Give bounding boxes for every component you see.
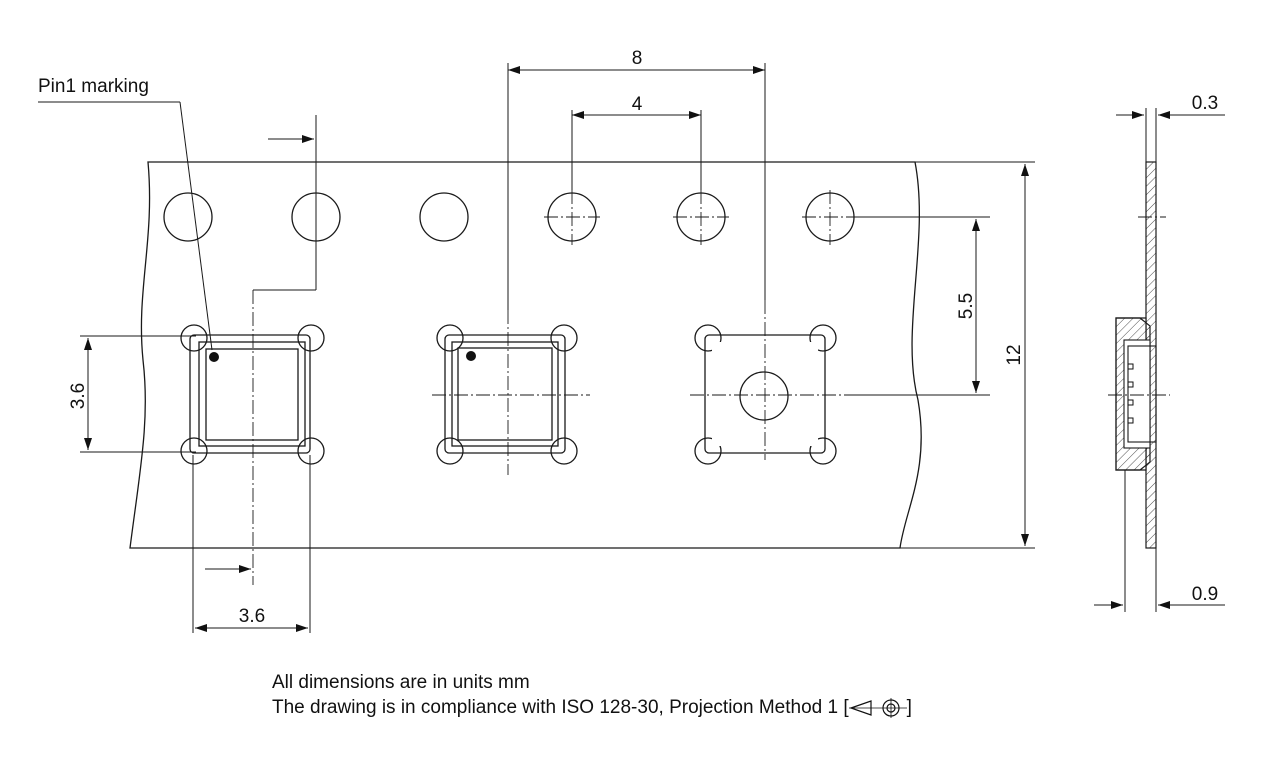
pocket-hole: [739, 371, 789, 421]
bracket-open: [: [843, 697, 849, 718]
extension-lines: [38, 63, 1035, 633]
dim-offset-5-5: 5.5: [956, 293, 977, 319]
side-dims: 0.3 0.9: [1094, 93, 1225, 612]
sprocket-hole: [163, 192, 213, 242]
compliance-note: The drawing is in compliance with ISO 12…: [272, 695, 912, 720]
dim-thickness-0-3: 0.3: [1192, 93, 1218, 114]
sprocket-holes: [163, 190, 858, 245]
pocket-3-empty: [694, 324, 837, 465]
pin1-dot: [209, 352, 219, 362]
dim-tape-width-12: 12: [1004, 344, 1025, 365]
drawing-notes: All dimensions are in units mm The drawi…: [272, 670, 912, 720]
bracket-close: ]: [906, 697, 912, 718]
sprocket-hole: [419, 192, 469, 242]
units-note: All dimensions are in units mm: [272, 672, 530, 693]
dim-pocket-width-3-6: 3.6: [239, 606, 265, 627]
pocket-1: [180, 324, 325, 465]
dim-hole-pitch-4: 4: [632, 94, 643, 115]
first-angle-projection-symbol-icon: [848, 697, 907, 718]
pin1-marking-label: Pin1 marking: [38, 76, 149, 97]
center-lines: [252, 290, 845, 585]
dim-depth-0-9: 0.9: [1192, 584, 1218, 605]
pin1-dot: [466, 351, 476, 361]
dim-pitch-8: 8: [632, 48, 643, 69]
compliance-text: The drawing is in compliance with ISO 12…: [272, 697, 839, 718]
pocket-2: [436, 324, 578, 465]
dim-pocket-height-3-6: 3.6: [68, 383, 89, 409]
tape-side-view: [1108, 161, 1170, 549]
